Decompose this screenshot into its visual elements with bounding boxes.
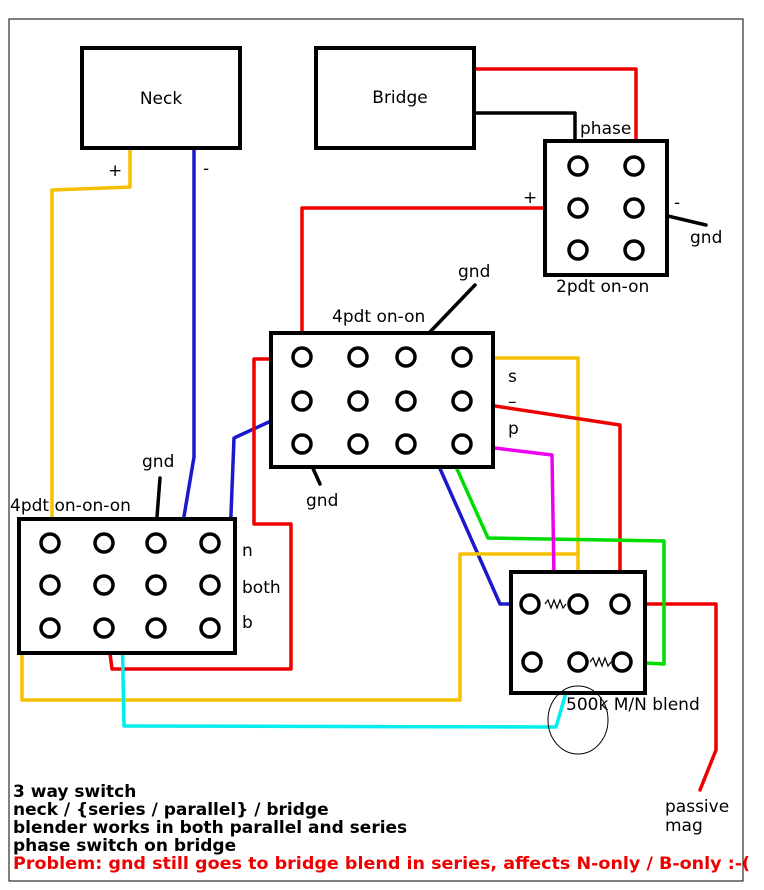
lug	[291, 433, 313, 455]
lug	[451, 346, 473, 368]
blend-label: 500k M/N blend	[566, 695, 700, 715]
resistor-top	[544, 598, 567, 610]
neck-label: Neck	[140, 89, 183, 109]
phase-plus-label: +	[523, 188, 537, 208]
lug	[395, 346, 417, 368]
pos-n-label: n	[242, 541, 253, 561]
wire-bridge-hot	[470, 67, 638, 169]
lug	[199, 532, 221, 554]
lug	[145, 574, 167, 596]
phase-switch-lugs	[567, 155, 645, 261]
lug	[291, 390, 313, 412]
pos-s-label: s	[508, 367, 517, 387]
lug	[623, 155, 645, 177]
lug	[567, 651, 589, 673]
wire-yellow-s	[460, 356, 580, 606]
lug	[93, 617, 115, 639]
lug	[347, 433, 369, 455]
phase-gnd-label: gnd	[690, 228, 722, 248]
neck-plus-label: +	[108, 161, 122, 181]
lower-switch-label: 4pdt on-on-on	[10, 496, 131, 516]
lower-switch-lugs	[39, 532, 221, 639]
wire-red-series	[460, 399, 718, 792]
lug	[611, 651, 633, 673]
lug	[519, 593, 541, 615]
lug	[39, 532, 61, 554]
lug	[291, 346, 313, 368]
lug	[451, 433, 473, 455]
lug	[93, 574, 115, 596]
pos-p-label: p	[508, 419, 519, 439]
gnd-upper-bottom-label: gnd	[306, 491, 338, 511]
lug	[347, 346, 369, 368]
lug	[567, 155, 589, 177]
wire-neck-hot	[50, 146, 132, 547]
lug	[145, 532, 167, 554]
note-line-2: neck / {series / parallel} / bridge	[13, 800, 329, 820]
wire-phase-out	[300, 206, 580, 359]
lug	[623, 239, 645, 261]
lug	[39, 574, 61, 596]
lug	[623, 197, 645, 219]
pos-both-label: both	[242, 578, 281, 598]
phase-minus-label: -	[674, 193, 680, 213]
lug	[567, 197, 589, 219]
lug	[567, 593, 589, 615]
upper-switch-lugs	[291, 346, 473, 455]
pos-dash-label: –	[508, 392, 517, 412]
lug	[567, 239, 589, 261]
note-problem: Problem: gnd still goes to bridge blend …	[13, 854, 750, 874]
lug	[451, 390, 473, 412]
blend-pot	[509, 570, 647, 695]
page-frame	[8, 18, 744, 882]
neck-minus-label: -	[203, 159, 209, 179]
bridge-label: Bridge	[372, 88, 427, 108]
lug	[39, 617, 61, 639]
lug	[347, 390, 369, 412]
resistor-bottom	[589, 656, 612, 668]
phase-switch	[543, 139, 669, 277]
upper-switch-label: 4pdt on-on	[332, 307, 425, 327]
neck-pickup	[80, 46, 242, 150]
note-line-3: blender works in both parallel and serie…	[13, 818, 407, 838]
blend-shaft	[547, 685, 609, 755]
note-line-1: 3 way switch	[13, 782, 136, 802]
lug	[93, 532, 115, 554]
note-line-4: phase switch on bridge	[13, 836, 236, 856]
gnd-lower-label: gnd	[142, 452, 174, 472]
pos-b-label: b	[242, 613, 253, 633]
lug	[145, 617, 167, 639]
blend-pot-lugs	[519, 593, 633, 673]
lug	[609, 593, 631, 615]
passive-label: passive	[665, 797, 729, 817]
lug	[521, 651, 543, 673]
bridge-pickup	[314, 46, 476, 150]
phase-switch-label: 2pdt on-on	[556, 277, 649, 297]
lug	[395, 433, 417, 455]
gnd-top-label: gnd	[458, 262, 490, 282]
phase-label: phase	[580, 119, 631, 139]
lug	[395, 390, 417, 412]
lug	[199, 617, 221, 639]
lug	[199, 574, 221, 596]
mag-label: mag	[665, 816, 703, 836]
